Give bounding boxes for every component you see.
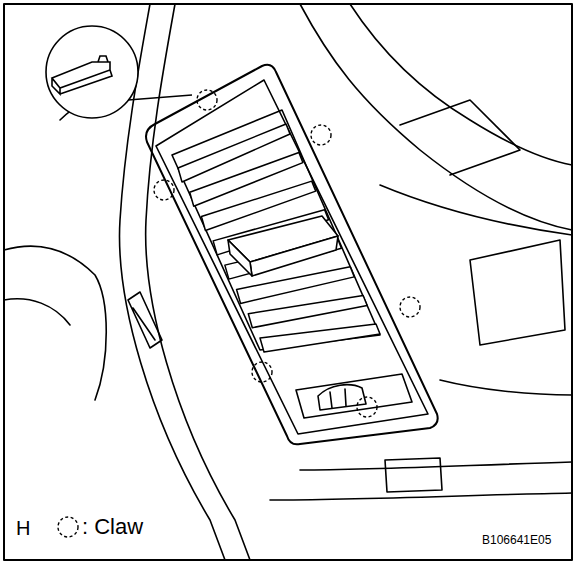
claw-marker [400, 297, 420, 317]
dash-contour [380, 185, 572, 235]
louver-opening [172, 110, 380, 350]
dash-contour [146, 4, 250, 560]
dash-contour [350, 4, 572, 165]
dash-contour [300, 4, 572, 230]
detail-circle [46, 26, 138, 118]
dash-contour [440, 380, 572, 395]
dash-contour [270, 493, 572, 500]
claw-detail [52, 56, 112, 94]
claw-marker [197, 90, 217, 110]
claw-marker [154, 180, 174, 200]
dial-wheel [330, 389, 346, 408]
adjust-knob [228, 216, 338, 276]
dash-contour [4, 299, 70, 325]
dash-panel [385, 458, 442, 492]
figure-letter: H [16, 518, 30, 538]
dial-housing [296, 374, 412, 418]
vent-frame [146, 65, 438, 444]
claw-marker [357, 397, 377, 417]
claw-marker [252, 362, 272, 382]
legend-text: : Claw [82, 516, 143, 538]
dial-wheel [318, 385, 366, 410]
dash-contour [4, 246, 106, 400]
dash-panel [400, 100, 520, 175]
louver-slat [248, 295, 367, 327]
leader-line [128, 95, 192, 100]
figure-code: B106641E05 [482, 534, 551, 546]
claw-marker [311, 125, 331, 145]
side-clip [128, 292, 162, 348]
legend-claw-sample [58, 517, 78, 537]
dash-panel [470, 240, 565, 345]
vent-frame-inner [156, 80, 428, 434]
dash-contour [300, 462, 572, 470]
louver-slat [260, 324, 380, 352]
